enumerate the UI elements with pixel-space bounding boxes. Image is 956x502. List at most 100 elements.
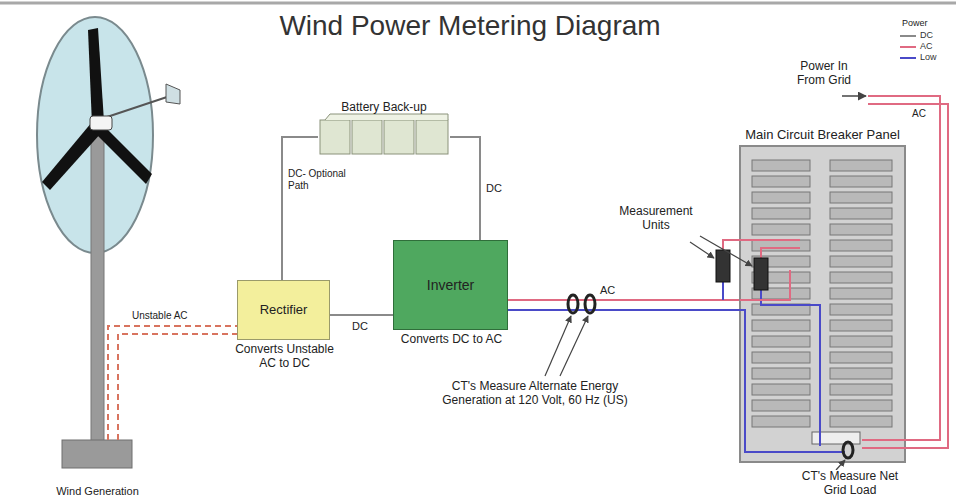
breaker-slot xyxy=(752,368,810,379)
diagram-title: Wind Power Metering Diagram xyxy=(0,10,940,42)
legend-line xyxy=(900,46,916,48)
tail-fin xyxy=(166,84,180,104)
battery-cell xyxy=(320,120,350,154)
breaker-slot xyxy=(752,336,810,347)
battery-cell xyxy=(384,120,414,154)
battery-cells xyxy=(320,114,448,154)
box-label: Inverter xyxy=(421,275,480,295)
callout-label: Measurement Units xyxy=(606,205,706,233)
ac-wire xyxy=(761,248,800,258)
breaker-slot xyxy=(830,208,892,219)
leader-line xyxy=(560,316,588,376)
ac-wire xyxy=(118,334,237,440)
current-transformer xyxy=(568,295,578,313)
rectifier-box: RectifierConverts Unstable AC to DC xyxy=(237,280,330,340)
connector-label: Unstable AC xyxy=(132,310,188,322)
low-voltage-wire xyxy=(761,290,820,446)
breaker-slot xyxy=(830,336,892,347)
grid-wire xyxy=(862,104,948,448)
legend-line xyxy=(900,35,916,37)
breaker-slot xyxy=(752,416,810,427)
breaker-slot xyxy=(752,320,810,331)
current-transformer xyxy=(843,442,853,458)
battery-bank: Battery Back-up xyxy=(318,118,450,156)
connector-label: DC xyxy=(352,320,368,333)
battery-cell xyxy=(352,120,382,154)
breaker-slot xyxy=(830,160,892,171)
breaker-slot xyxy=(830,384,892,395)
callout-label: CT's Measure Net Grid Load xyxy=(790,470,910,498)
nacelle xyxy=(90,116,112,130)
breaker-slot xyxy=(830,304,892,315)
breaker-slot xyxy=(830,224,892,235)
legend-line-sample xyxy=(900,54,916,62)
leader-line xyxy=(545,316,571,376)
connector-label: DC xyxy=(486,182,502,195)
breaker-slot xyxy=(752,192,810,203)
tail-boom xyxy=(104,96,170,118)
measurement-unit xyxy=(716,250,730,282)
legend-line xyxy=(900,57,916,59)
tower-base xyxy=(62,440,132,468)
box-caption: Converts DC to AC xyxy=(392,333,512,347)
panel-body xyxy=(740,146,905,462)
breaker-slot xyxy=(752,208,810,219)
wire-label: AC xyxy=(912,108,926,120)
battery-cell xyxy=(416,120,448,154)
breaker-slot xyxy=(752,176,810,187)
top-rule xyxy=(0,2,956,5)
connector xyxy=(175,325,237,327)
legend: DCACLow xyxy=(900,30,937,63)
breaker-slot xyxy=(830,240,892,251)
box-caption: Wind Generation xyxy=(48,485,148,498)
connector xyxy=(330,314,393,316)
connector xyxy=(450,137,480,240)
box-label: Rectifier xyxy=(254,301,314,320)
legend-text: AC xyxy=(920,41,933,52)
legend-row: DC xyxy=(900,30,937,41)
breaker-slot xyxy=(830,368,892,379)
breaker-slot xyxy=(830,256,892,267)
leader-line xyxy=(836,460,845,470)
box-heading: Battery Back-up xyxy=(339,101,429,115)
leader-line xyxy=(690,242,714,258)
blade xyxy=(94,122,152,184)
connector-label: DC- Optional Path xyxy=(288,168,350,191)
tower xyxy=(91,128,104,442)
grid-note: Power In From Grid xyxy=(788,60,860,88)
breaker-slot xyxy=(752,224,810,235)
breaker-slot xyxy=(830,400,892,411)
box-heading: Main Circuit Breaker Panel xyxy=(740,128,905,143)
breaker-slot xyxy=(830,176,892,187)
legend-row: Low xyxy=(900,52,937,63)
connector-label: AC xyxy=(600,284,615,297)
battery-top xyxy=(325,114,448,120)
breaker-slot xyxy=(830,416,892,427)
legend-text: DC xyxy=(920,30,933,41)
legend-heading: Power xyxy=(902,18,928,29)
breaker-slot xyxy=(830,272,892,283)
grid-arrow xyxy=(842,95,866,97)
breaker-slot xyxy=(752,400,810,411)
inverter-box: InverterConverts DC to AC xyxy=(393,240,508,330)
blade xyxy=(88,28,104,125)
breaker-rows xyxy=(752,160,892,427)
current-transformer xyxy=(585,295,595,313)
breaker-slot xyxy=(752,352,810,363)
wind-turbine: Wind Generation xyxy=(20,12,175,500)
connector xyxy=(282,137,318,280)
ac-wire xyxy=(108,326,175,440)
legend-line-sample xyxy=(900,32,916,40)
low-voltage-wire xyxy=(722,282,724,300)
legend-row: AC xyxy=(900,41,937,52)
connector xyxy=(508,299,740,301)
leader-line xyxy=(700,236,752,266)
callout-label: CT's Measure Alternate Energy Generation… xyxy=(430,380,640,408)
box-caption: Converts Unstable AC to DC xyxy=(230,343,340,371)
grid-wire xyxy=(862,96,940,440)
legend-line-sample xyxy=(900,43,916,51)
breaker-slot xyxy=(752,384,810,395)
legend-text: Low xyxy=(920,52,937,63)
breaker-slot xyxy=(830,352,892,363)
breaker-slot xyxy=(830,288,892,299)
